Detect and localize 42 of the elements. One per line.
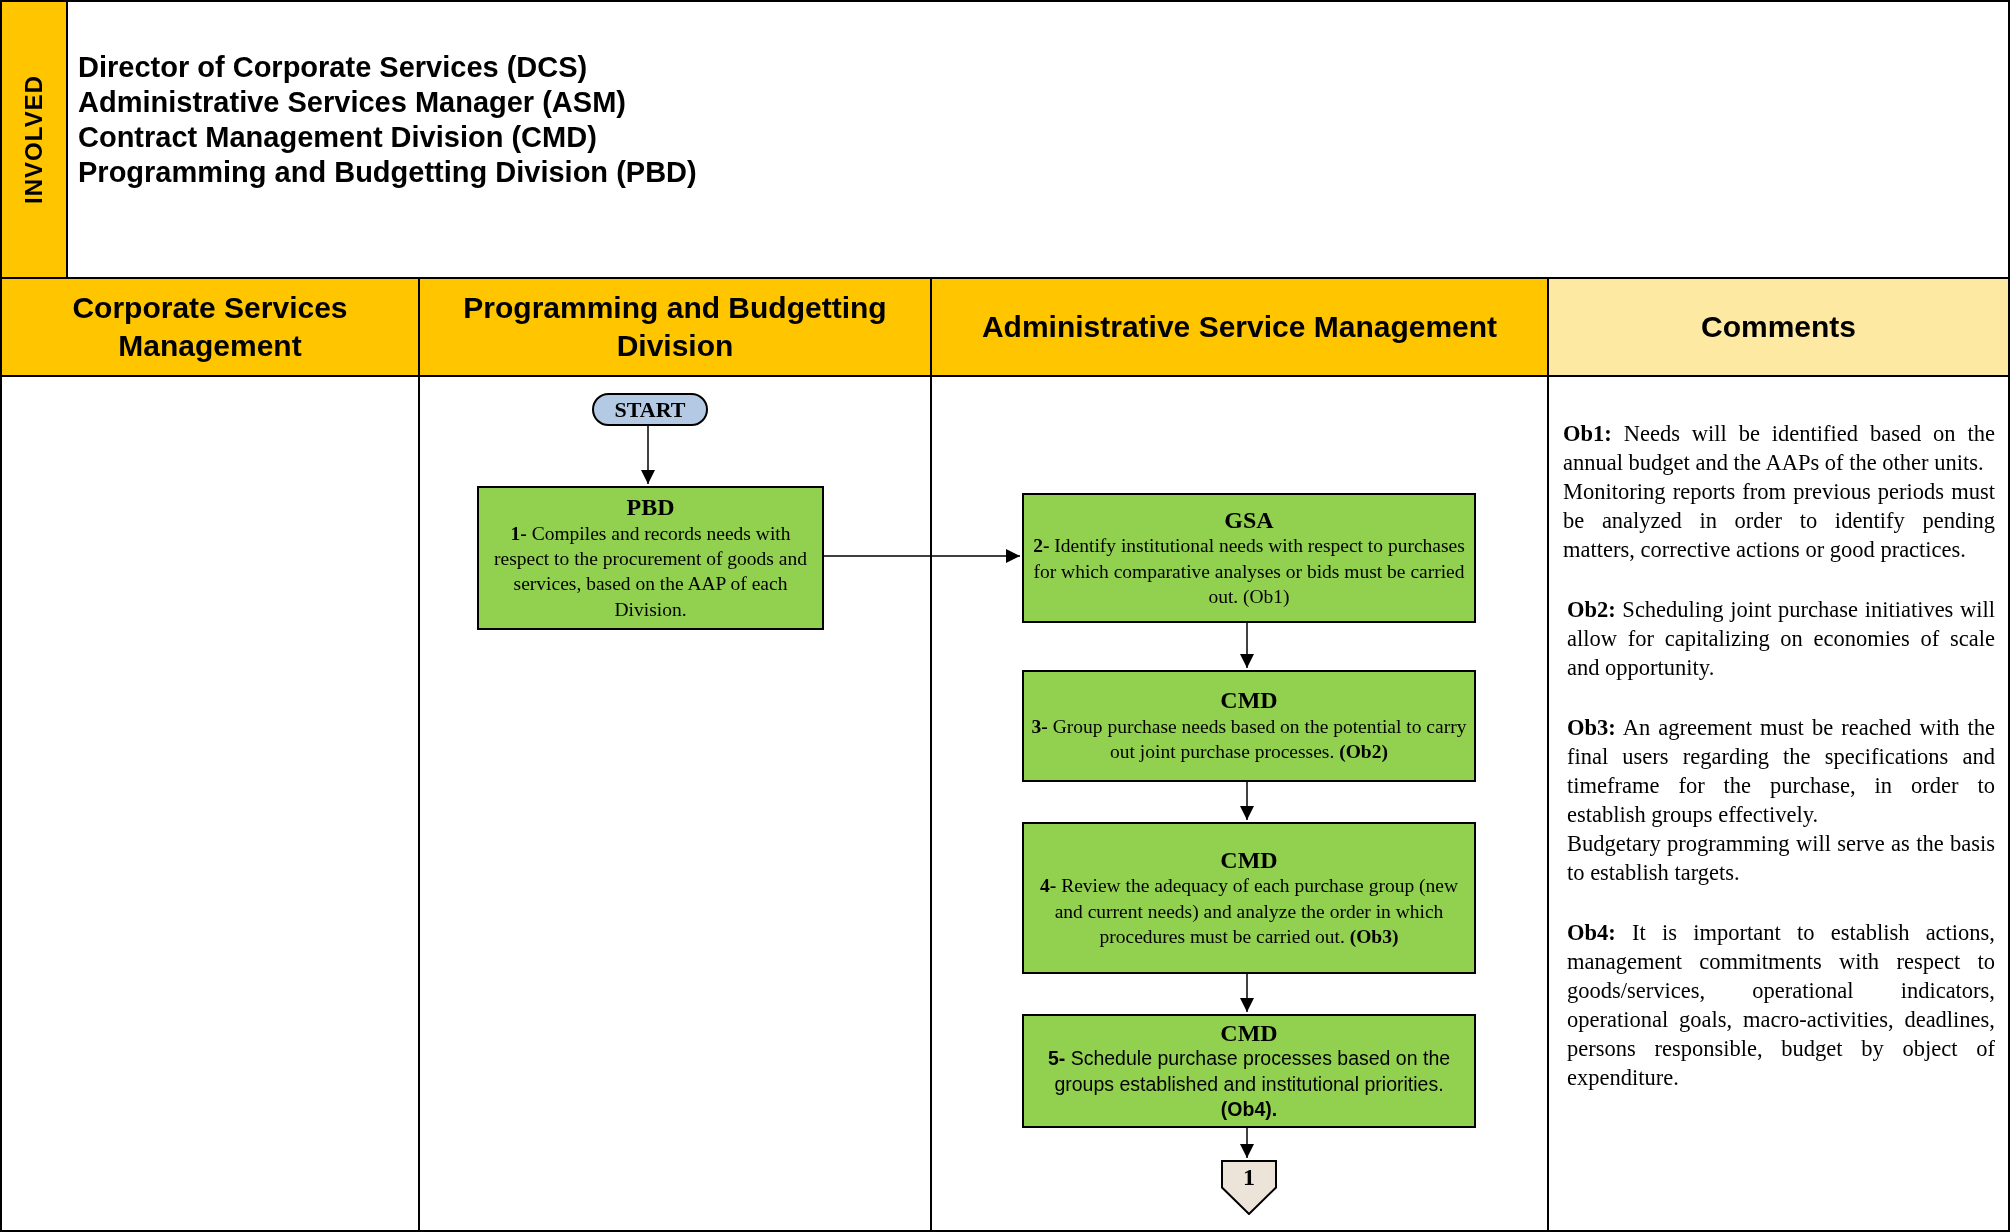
process-box	[1022, 493, 1476, 623]
comment-text: Ob3: An agreement must be reached with the final users regarding the specifications and timeframe for the purchase, in order to establish groups effectively.	[1566, 714, 1995, 829]
comment-text: Ob4: It is important to establish actions, management commitments with respect to goods/services, operational indicators, operational goals, macro-activities, deadlines, persons responsible, budget by object of expenditure.	[1566, 919, 1995, 1092]
comment-text: Ob2: Scheduling joint purchase initiatives will allow for capitalizing on economies of scale and opportunity.	[1566, 596, 1995, 682]
step-text: 4- Review the adequacy of each purchase group (new and current needs) and analyze the order in which procedures must be carried out. (Ob3)	[1039, 874, 1459, 949]
process-box	[1022, 670, 1476, 782]
arrow	[1240, 1125, 1254, 1159]
process-box	[1022, 822, 1476, 974]
lane-header: Administrative Service Management	[932, 279, 1547, 377]
lane-header: Programming and Budgetting Division	[420, 279, 930, 377]
role-heading: GSA	[1223, 506, 1275, 534]
comment-text: Monitoring reports from previous periods must be analyzed in order to identify pending matters, corrective actions or good practices.	[1563, 478, 1995, 564]
swimlane	[0, 277, 420, 1232]
involved-band: INVOLVED	[0, 0, 68, 279]
step-text: 1- Compiles and records needs with respect to the procurement of goods and services, based on the AAP of each Division.	[493, 521, 808, 622]
step-text: 5- Schedule purchase processes based on the groups established and institutional priorities. (Ob4).	[1046, 1046, 1452, 1122]
participant-name: Director of Corporate Services (DCS)	[78, 50, 588, 85]
comment-text: Budgetary programming will serve as the basis to establish targets.	[1566, 830, 1995, 887]
step-text: 3- Group purchase needs based on the potential to carry out joint purchase processes. (Ob2)	[1030, 714, 1468, 765]
arrow	[821, 549, 1021, 563]
lane-header: Comments	[1549, 279, 2008, 377]
step-text: 2- Identify institutional needs with respect to purchases for which comparative analyses or bids must be carried out. (Ob1)	[1032, 534, 1466, 609]
process-box	[477, 486, 824, 630]
off-page-connector: 1	[1221, 1160, 1277, 1215]
role-heading: CMD	[1219, 1019, 1279, 1047]
swimlane	[418, 277, 932, 1232]
lane-header: Corporate Services Management	[2, 279, 418, 377]
start-terminator: START	[592, 393, 708, 426]
participant-name: Programming and Budgetting Division (PBD)	[78, 155, 697, 190]
process-box	[1022, 1014, 1476, 1128]
arrow	[1240, 620, 1254, 669]
role-heading: PBD	[625, 494, 676, 521]
arrow	[1240, 971, 1254, 1013]
arrow	[1240, 779, 1254, 821]
role-heading: CMD	[1219, 846, 1279, 874]
arrow	[641, 423, 655, 485]
participant-name: Contract Management Division (CMD)	[78, 120, 597, 155]
comment-text: Ob1: Needs will be identified based on the annual budget and the AAPs of the other units.	[1563, 420, 1995, 477]
swimlane	[1547, 277, 2010, 1232]
role-heading: CMD	[1219, 687, 1279, 714]
participant-name: Administrative Services Manager (ASM)	[78, 85, 626, 120]
swimlane	[930, 277, 1549, 1232]
